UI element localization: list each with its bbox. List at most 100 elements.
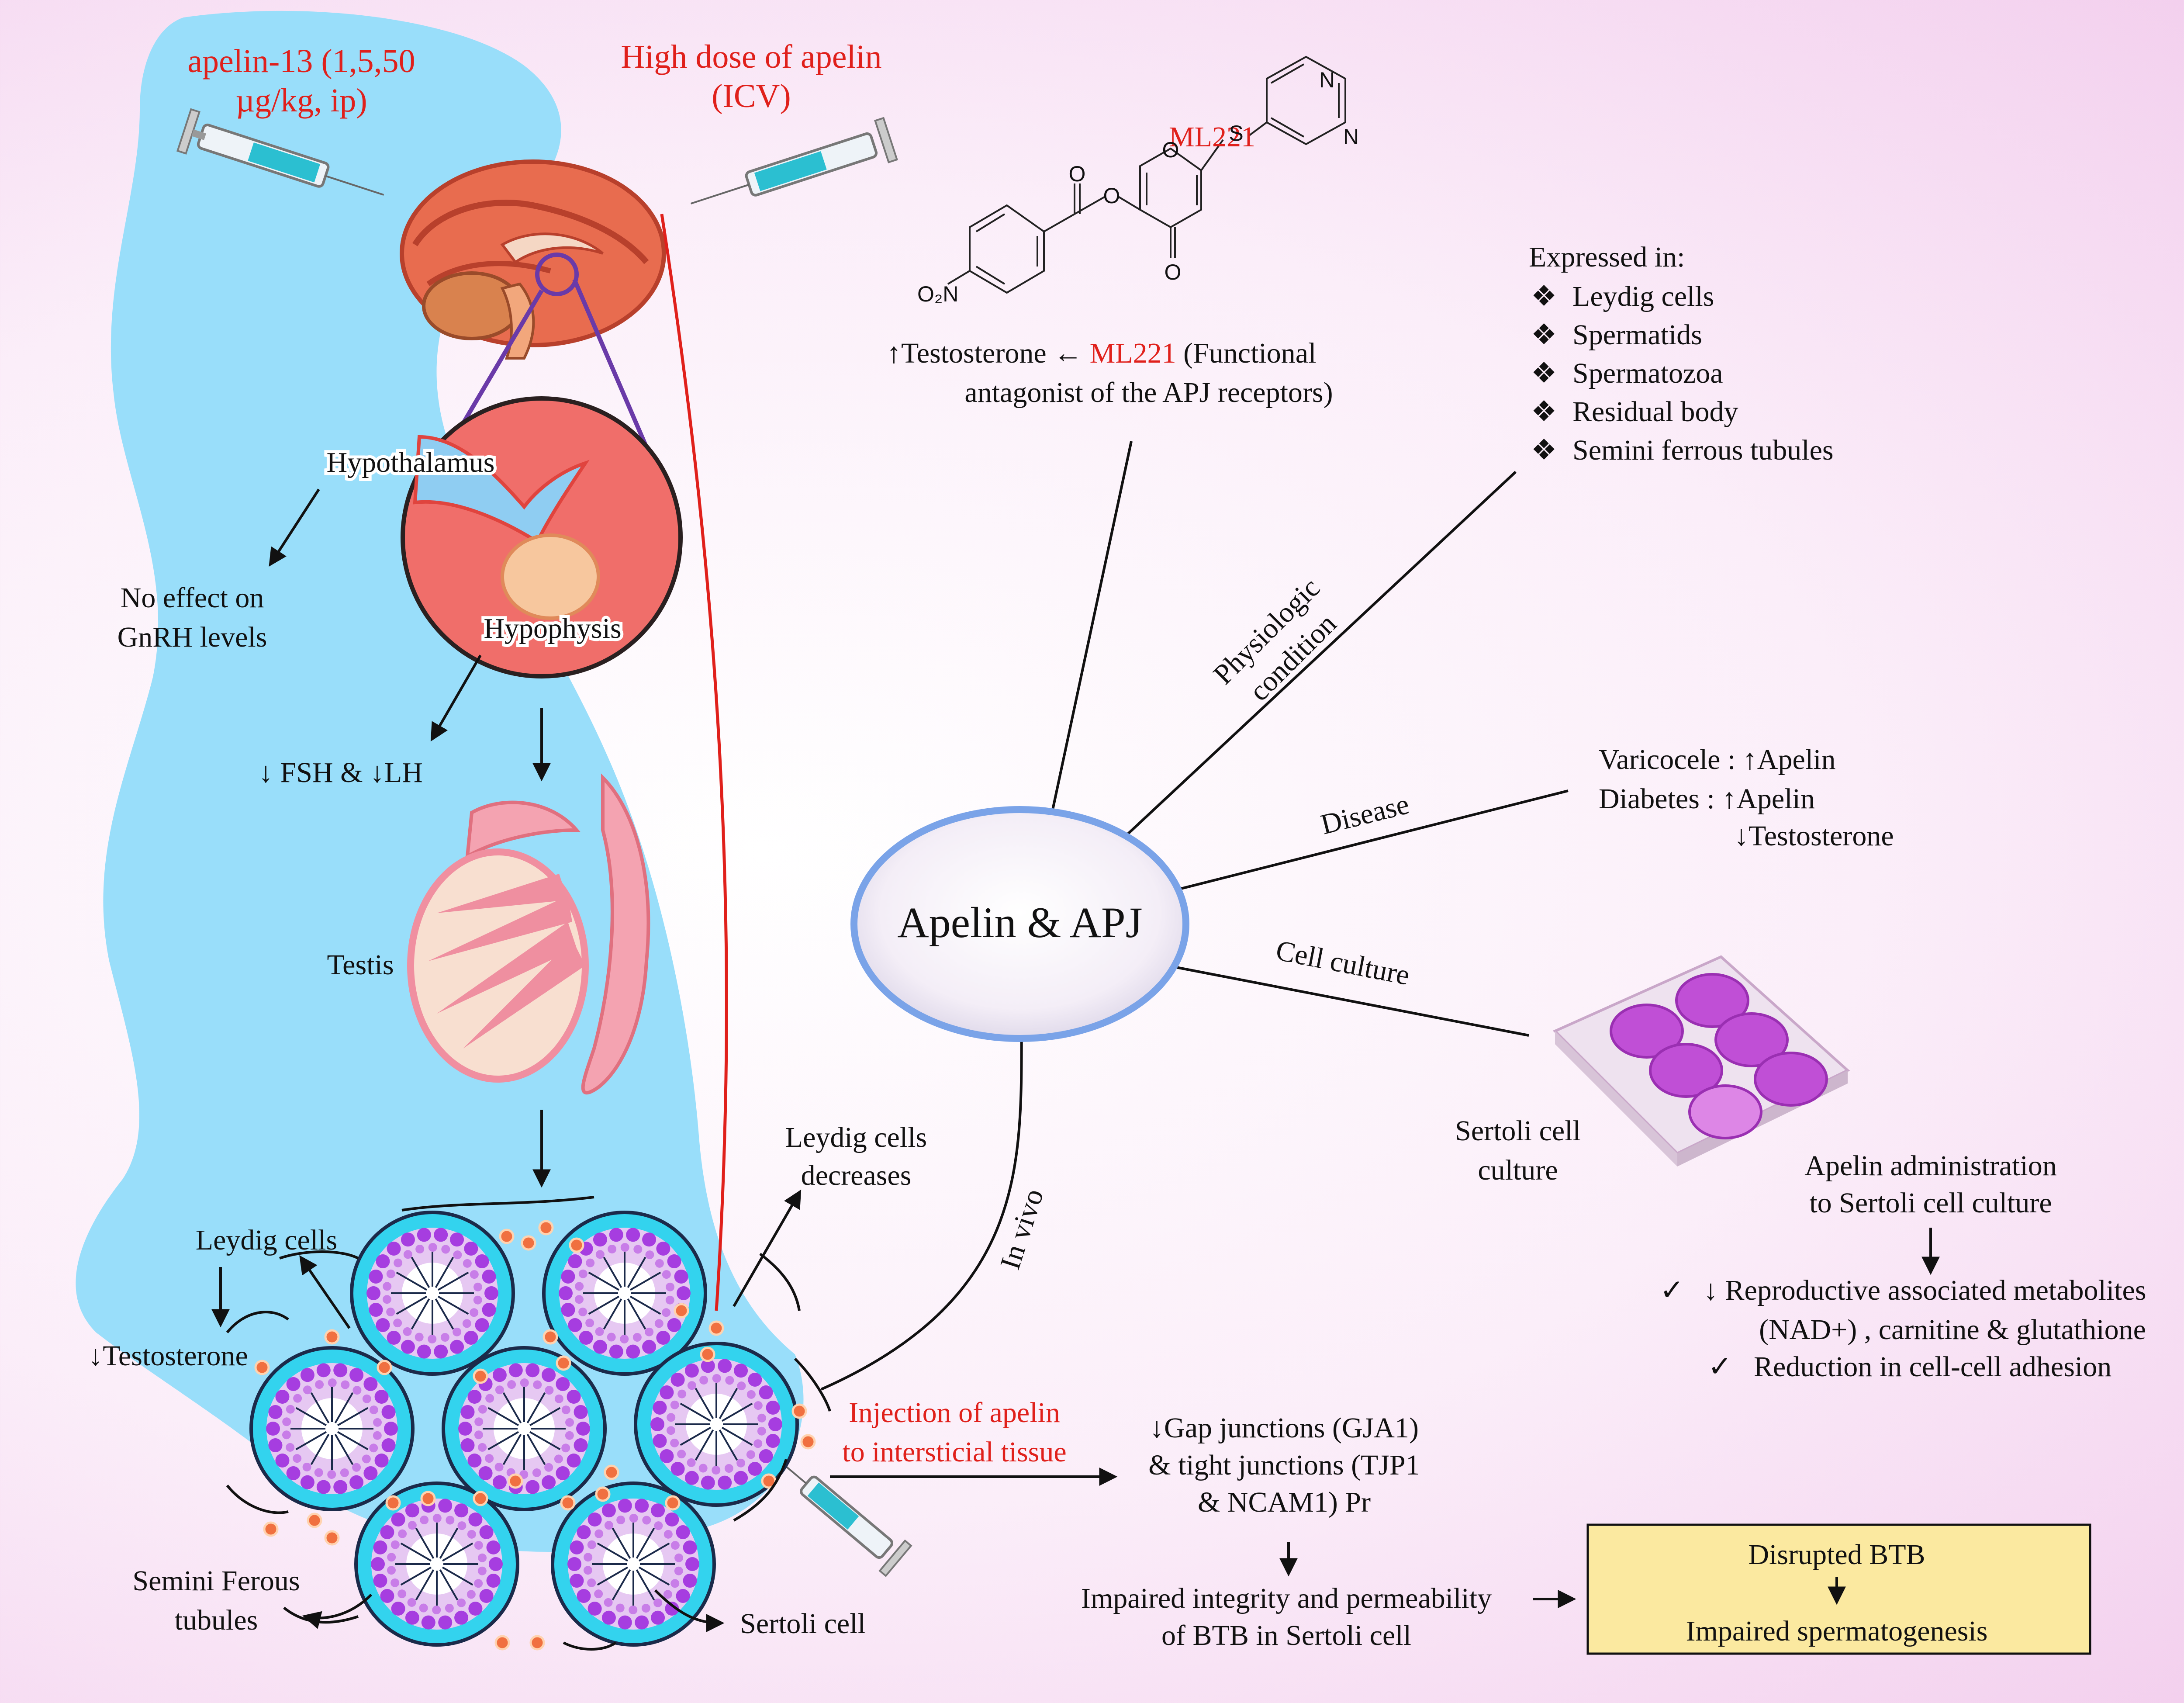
high-dose-line1: High dose of apelin [621, 38, 881, 75]
tissue-arc [563, 1641, 617, 1651]
leydig-cell-dot [307, 1513, 322, 1528]
ml221-molecule [947, 55, 1346, 294]
leydig-cell-dot [560, 1495, 576, 1511]
high-dose-line2: (ICV) [712, 78, 791, 114]
box-line2: Impaired spermatogenesis [1686, 1615, 1988, 1647]
expressed-item: Residual body [1572, 396, 1738, 428]
leydig-decreases-line1: Leydig cells [785, 1121, 927, 1153]
icv-pathway-line [660, 214, 728, 1311]
spoke-disease [1170, 789, 1569, 893]
seminiferous-tubule [551, 1481, 716, 1647]
result1-line2: (NAD+) , carnitine & glutathione [1759, 1314, 2146, 1346]
ml221-label: ML221 [1169, 121, 1255, 153]
leydig-cell-dot [324, 1329, 340, 1345]
expressed-item: Spermatozoa [1572, 357, 1723, 389]
arrow-hypothalamus-to-gnrh [269, 488, 320, 567]
atom-n1: N [1319, 68, 1335, 92]
leydig-cell-dot [473, 1368, 488, 1384]
testosterone-down-label: ↓Testosterone [88, 1340, 248, 1372]
leydig-cell-dot [385, 1495, 401, 1511]
ml221-caption-line2: antagonist of the APJ receptors) [964, 377, 1333, 408]
cell-culture-label: Cell culture [1273, 935, 1412, 992]
magnifier-line-right [572, 279, 657, 468]
leydig-cell-dot [543, 1329, 558, 1345]
fsh-lh-label: ↓ FSH & ↓LH [259, 757, 423, 789]
check-mark-1: ✓ [1660, 1274, 1684, 1306]
atom-o-carbonyl: O [1069, 162, 1086, 186]
tissue-arc [279, 1250, 359, 1260]
apelin13-dose-line1: apelin-13 (1,5,50 [187, 43, 415, 80]
in-vivo-label: In vivo [994, 1185, 1050, 1273]
apelin13-dose-line2: µg/kg, ip) [235, 82, 367, 119]
leydig-cell-dot [708, 1320, 724, 1336]
expressed-item: Semini ferrous tubules [1572, 434, 1834, 466]
expressed-item: Leydig cells [1572, 280, 1714, 312]
expressed-title: Expressed in: [1529, 241, 1685, 273]
syringe-left [176, 108, 384, 196]
expressed-bullet: ❖ [1531, 357, 1557, 389]
spoke-physiologic [1121, 471, 1517, 840]
leydig-cell-dot [538, 1220, 554, 1236]
leydig-cell-dot [521, 1235, 536, 1251]
result1-line1: ↓ Reproductive associated metabolites [1704, 1274, 2146, 1306]
leydig-cells-label: Leydig cells [196, 1224, 337, 1256]
atom-no2: O₂N [917, 282, 958, 306]
disease-info-line3: ↓Testosterone [1734, 820, 1894, 852]
tissue-arc [226, 1485, 289, 1514]
expressed-item: Spermatids [1572, 319, 1702, 351]
leydig-decreases-line2: decreases [801, 1160, 912, 1191]
leydig-cell-dot [665, 1495, 681, 1511]
sertoli-culture-line1: Sertoli cell [1455, 1115, 1581, 1147]
atom-o-ring: O [1162, 138, 1179, 162]
atom-s: S [1229, 121, 1243, 145]
seminiferous-tubule [542, 1211, 707, 1376]
hub-ellipse [850, 806, 1189, 1042]
admin-line1: Apelin administration [1804, 1150, 2056, 1182]
seminiferous-tubule-cluster [226, 1196, 831, 1651]
hub-label: Apelin & APJ [897, 898, 1142, 947]
semini-line1: Semini Ferous [132, 1565, 300, 1597]
spoke-in-vivo [820, 987, 1023, 1391]
leydig-cell-dot [800, 1434, 816, 1450]
tissue-arc [794, 1357, 831, 1412]
arrow-to-leydig-cells-label [299, 1255, 351, 1329]
check-mark-2: ✓ [1708, 1351, 1732, 1383]
injection-line2: to intersticial tissue [842, 1436, 1066, 1468]
result2: Reduction in cell-cell adhesion [1754, 1351, 2111, 1383]
seminiferous-tubule [350, 1211, 515, 1376]
seminiferous-tubule [634, 1342, 799, 1507]
tissue-arc [759, 1253, 801, 1311]
spoke-cell-culture [1144, 960, 1529, 1037]
disease-info-line1: Varicocele : ↑Apelin [1599, 744, 1835, 775]
seminiferous-tubule [442, 1346, 607, 1511]
leydig-cell-dot [473, 1491, 488, 1506]
arrow-to-sertoli-label [654, 1589, 725, 1632]
sertoli-cell-label: Sertoli cell [740, 1608, 866, 1640]
blue-body-region [76, 10, 804, 1552]
seminiferous-tubule [354, 1481, 519, 1647]
leydig-cell-dot [595, 1486, 611, 1502]
leydig-cell-dot [569, 1237, 584, 1253]
leydig-cell-dot [700, 1346, 715, 1362]
atom-n2: N [1343, 125, 1359, 149]
impaired-line2: of BTB in Sertoli cell [1161, 1620, 1411, 1651]
leydig-cell-dot [499, 1229, 515, 1244]
atom-o-keto: O [1165, 260, 1182, 284]
cell-culture-plate [1552, 955, 1850, 1166]
leydig-cell-dot [494, 1635, 510, 1651]
ml221-caption-line1: ↑Testosterone ← ML221 (Functional [887, 337, 1316, 369]
leydig-cell-dot [674, 1303, 689, 1319]
hypophysis-label: Hypophysis [484, 613, 621, 644]
testis-illustration [407, 773, 650, 1095]
no-effect-line2: GnRH levels [117, 621, 267, 653]
arrow-to-leydig-decreases [733, 1189, 802, 1307]
disease-info-line2: Diabetes : ↑Apelin [1599, 783, 1815, 815]
gap-line3: & NCAM1) Pr [1198, 1486, 1371, 1518]
hypothalamus-label: Hypothalamus [327, 447, 495, 478]
hypothalamus-magnified-circle [401, 396, 683, 678]
gap-line2: & tight junctions (TJP1 [1148, 1449, 1420, 1481]
tissue-arc [733, 1459, 788, 1522]
expressed-bullet: ❖ [1531, 280, 1557, 312]
semini-line2: tubules [175, 1604, 258, 1636]
